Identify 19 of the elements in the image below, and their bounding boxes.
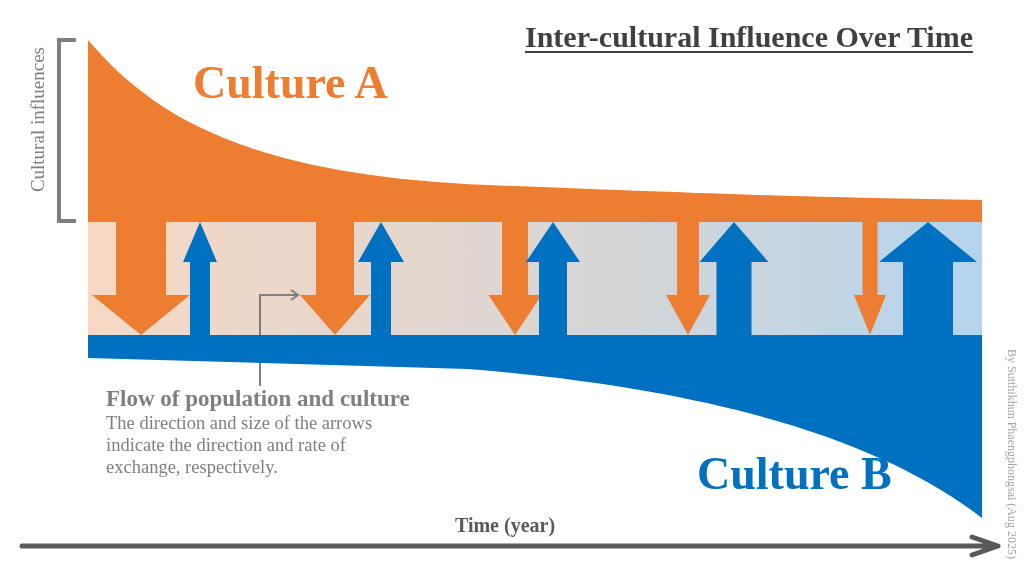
credit-text: By Sutthikhun Phaengphongsai (Aug 2025) <box>1004 349 1018 559</box>
axis-label: Cultural influences <box>27 47 49 193</box>
culture-label: Culture A <box>193 57 388 110</box>
down-arrow <box>300 222 370 335</box>
up-arrow <box>699 222 769 335</box>
up-arrow <box>526 222 580 335</box>
up-arrow <box>183 222 217 335</box>
culture-label: Culture B <box>697 448 892 501</box>
down-arrow <box>666 222 710 335</box>
up-arrow <box>358 222 404 335</box>
annotation-text: The direction and size of the arrows indicate the direction and rate of exchange, respectively. <box>106 412 374 478</box>
lower-area-shape <box>88 335 982 518</box>
down-arrow <box>854 222 886 335</box>
down-arrow <box>92 222 190 335</box>
down-arrow <box>488 222 542 335</box>
up-arrow <box>879 222 977 335</box>
annotation-heading: Flow of population and culture <box>106 386 410 412</box>
title: Inter-cultural Influence Over Time <box>525 20 973 55</box>
axis-label: Time (year) <box>454 514 556 537</box>
